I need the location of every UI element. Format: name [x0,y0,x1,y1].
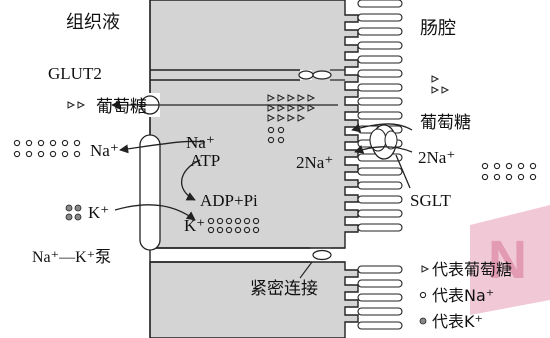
glucose-interstitial [67,101,85,109]
arrows [111,100,413,221]
sglt-label: SGLT [410,191,452,210]
cell-upper [149,0,359,249]
microvilli-lower [357,265,403,330]
legend-na-label: 代表Na⁺ [432,286,494,305]
glucose-lumen [431,75,449,94]
k-interstitial [65,204,82,221]
adp-pi-label: ADP+Pi [200,191,258,210]
svg-text:N: N [488,230,527,290]
region-intestinal-lumen: 肠腔 [420,18,456,39]
two-na-left-label: 2Na⁺ [296,153,333,172]
microvilli-upper [357,0,403,232]
tight-junction-lower [312,247,345,263]
na-out-label: Na⁺ [90,141,119,160]
glut2-label: GLUT2 [48,64,102,83]
sglt-na-in-arrow [354,145,413,154]
lateral-membrane-upper [150,69,300,81]
k-in-label: K⁺ [184,216,205,235]
cell-lower [149,261,359,338]
glucose-out-label: 葡萄糖 [96,97,147,117]
sglt-leader-line [395,154,411,189]
sglt-transporter [369,124,398,160]
legend-symbols [419,265,429,325]
sglt-glucose-in-arrow [351,123,413,133]
na-pump-label: Na⁺ [186,133,215,152]
lateral-membrane-lower [150,247,310,263]
k-out-label: K⁺ [88,203,109,222]
glucose-sglt-label: 葡萄糖 [420,113,471,133]
tight-junction-upper [298,69,345,81]
na-pump-out-arrow [119,140,206,154]
na-lumen [481,162,537,181]
tight-junction-label: 紧密连接 [250,279,318,299]
k-pump-in-arrow [114,204,196,221]
na-k-pump [139,134,161,251]
watermark-logo: N [470,205,550,315]
atp-label: ATP [190,151,220,170]
tight-junction-leader [299,261,313,279]
atp-hydrolysis-arrow [180,159,201,201]
region-interstitial-fluid: 组织液 [66,12,120,33]
legend-glucose-label: 代表葡萄糖 [432,260,512,279]
two-na-right-label: 2Na⁺ [418,148,455,167]
na-interstitial [13,139,81,158]
legend-k-label: 代表K⁺ [432,312,483,331]
pump-label: Na⁺—K⁺泵 [32,248,111,266]
